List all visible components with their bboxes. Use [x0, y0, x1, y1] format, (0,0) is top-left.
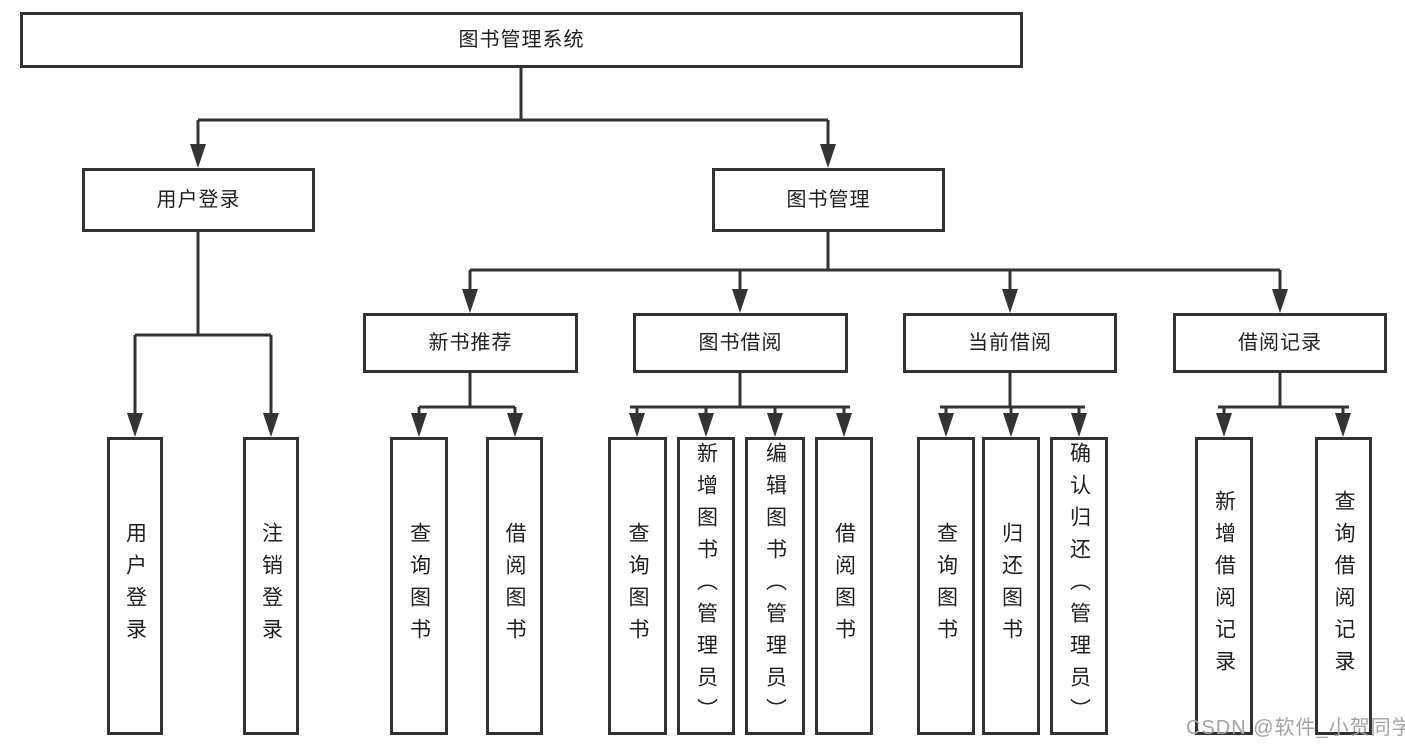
leaf-add-borrow-record: 新增借阅记录 [1195, 437, 1253, 735]
node-new-book-recommendation: 新书推荐 [363, 313, 578, 373]
node-current-borrowing: 当前借阅 [903, 313, 1117, 373]
node-book-borrowing: 图书借阅 [633, 313, 848, 373]
connector-borrowrecord-to-children [1218, 373, 1349, 418]
arrowheads [127, 144, 1351, 437]
leaf-logout: 注销登录 [243, 437, 299, 735]
leaf-query-books-current: 查询图书 [917, 437, 975, 735]
connector-newbook-to-children [417, 373, 517, 418]
node-library-management-system: 图书管理系统 [20, 12, 1023, 68]
leaf-borrow-books: 借阅图书 [815, 437, 873, 735]
leaf-edit-books-admin: 编辑图书（管理员） [745, 437, 805, 735]
connector-userlogin-to-children [133, 232, 273, 418]
leaf-user-login: 用户登录 [107, 437, 163, 735]
connector-root-to-level2 [196, 68, 830, 150]
connector-currentborrow-to-children [940, 373, 1085, 418]
connector-bookmgmt-to-level3 [468, 232, 1282, 294]
node-borrowing-records: 借阅记录 [1173, 313, 1387, 373]
leaf-borrow-books-recommend: 借阅图书 [486, 437, 543, 735]
csdn-watermark: CSDN @软件_小贺同学 [1186, 717, 1405, 739]
leaf-query-books-borrow: 查询图书 [608, 437, 667, 735]
node-user-login: 用户登录 [82, 168, 315, 232]
node-book-management: 图书管理 [712, 168, 945, 232]
leaf-return-books: 归还图书 [982, 437, 1040, 735]
leaf-add-books-admin: 新增图书（管理员） [677, 437, 735, 735]
leaf-query-borrow-record: 查询借阅记录 [1315, 437, 1372, 735]
leaf-confirm-return-admin: 确认归还（管理员） [1050, 437, 1108, 735]
leaf-query-books-recommend: 查询图书 [390, 437, 448, 735]
connector-bookborrow-to-children [630, 373, 850, 418]
